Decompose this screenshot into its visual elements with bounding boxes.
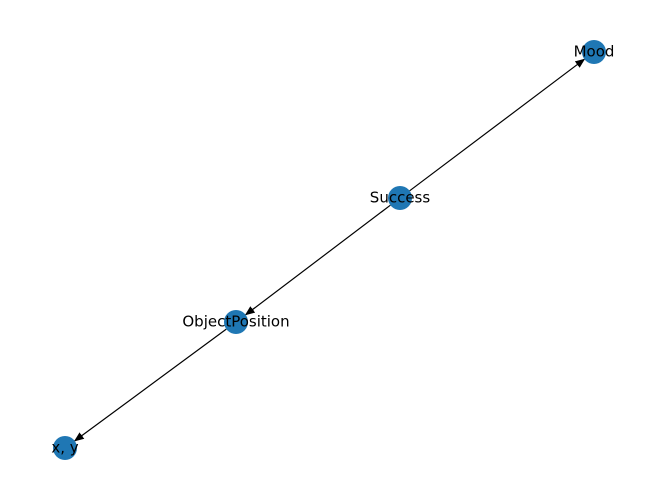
node-label-success: Success bbox=[370, 189, 431, 207]
node-label-mood: Mood bbox=[574, 43, 615, 61]
edge-success-to-object-position bbox=[244, 204, 391, 316]
edges-layer bbox=[73, 58, 586, 442]
node-label-object-position: ObjectPosition bbox=[182, 313, 289, 331]
nodes-layer bbox=[53, 40, 606, 460]
node-label-xy: x, y bbox=[51, 439, 78, 457]
node-object-position bbox=[224, 310, 248, 334]
node-xy bbox=[53, 436, 77, 460]
edge-success-to-mood bbox=[409, 58, 586, 192]
node-success bbox=[388, 186, 412, 210]
node-mood bbox=[582, 40, 606, 64]
edge-object-position-to-xy bbox=[73, 328, 227, 442]
